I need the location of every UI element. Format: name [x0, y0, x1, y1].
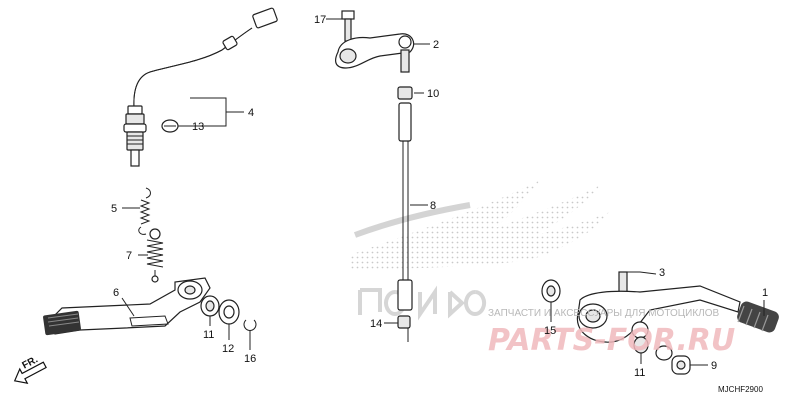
shift-lever [576, 271, 741, 343]
callout-7: 7 [126, 250, 132, 262]
diagram-code: MJCHF2900 [718, 385, 763, 394]
watermark-caption: ЗАПЧАСТИ И АКСЕССУАРЫ ДЛЯ МОТОЦИКЛОВ [488, 308, 720, 319]
watermark-brand: PARTS-FOR.RU [488, 323, 735, 358]
clip-part [161, 119, 179, 133]
lever-washer-and-bolt [633, 336, 691, 375]
callout-10: 10 [427, 88, 439, 100]
callout-11-right: 11 [634, 367, 645, 379]
callout-2: 2 [433, 39, 439, 51]
shift-peg-rubber [737, 301, 779, 333]
watermark-overlay: ЗАПЧАСТИ И АКСЕССУАРЫ ДЛЯ МОТОЦИКЛОВ PAR… [488, 308, 735, 358]
callout-9: 9 [711, 360, 717, 372]
callout-labels: 1 2 3 4 5 6 7 8 9 10 11 11 12 13 14 15 1… [111, 14, 768, 379]
callout-12: 12 [222, 343, 234, 355]
small-spring [138, 187, 151, 235]
switch-sensor-assembly [123, 7, 278, 167]
large-spring [146, 228, 164, 283]
shift-arm-upper [335, 10, 415, 73]
callout-17: 17 [314, 14, 326, 26]
callout-13: 13 [192, 121, 204, 133]
front-arrow-icon [13, 361, 47, 384]
washer-15 [541, 279, 561, 303]
callout-5: 5 [111, 203, 117, 215]
callout-1: 1 [762, 287, 768, 299]
brake-pedal [43, 277, 211, 336]
callout-11-left: 11 [203, 329, 214, 341]
wing-logo-watermark [350, 180, 610, 321]
shift-rod [397, 86, 413, 329]
front-direction-marker: FR. [13, 354, 47, 384]
callout-6: 6 [113, 287, 119, 299]
callout-3: 3 [659, 267, 665, 279]
leader-lines [121, 18, 765, 366]
callout-4: 4 [248, 107, 254, 119]
callout-8: 8 [430, 200, 436, 212]
callout-14: 14 [370, 318, 382, 330]
callout-15: 15 [544, 325, 556, 337]
callout-16: 16 [244, 353, 256, 365]
